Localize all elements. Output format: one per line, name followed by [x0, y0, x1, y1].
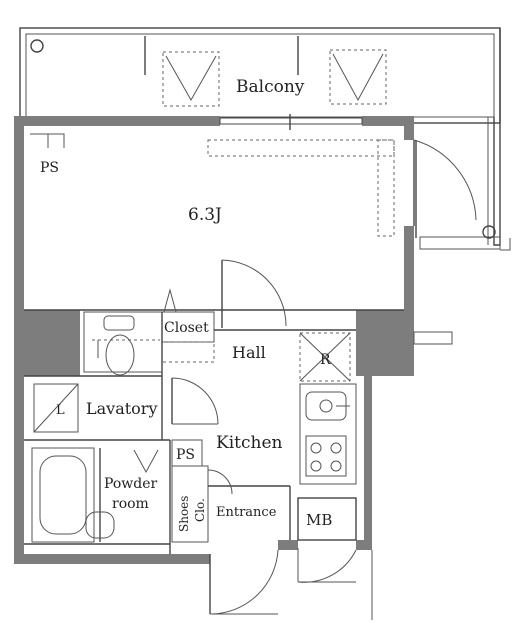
- closet-area: Closet: [161, 288, 215, 363]
- door-meter-box: [297, 548, 357, 583]
- bathtub-icon: [31, 447, 95, 543]
- ac-unit-icon: [162, 51, 220, 107]
- pipe-space-kitchen: PS: [171, 439, 203, 467]
- closet-label: Closet: [164, 320, 209, 336]
- ps-top-label: PS: [40, 160, 59, 176]
- refrigerator-label: R: [320, 352, 331, 368]
- toilet-area: [83, 311, 163, 376]
- laundry-label: L: [56, 403, 65, 418]
- shoes-closet-label-1: Shoes: [177, 496, 191, 532]
- powder-room-label-2: room: [112, 496, 149, 512]
- lavatory-label: Lavatory: [86, 399, 158, 418]
- door-lavatory: [171, 377, 219, 425]
- kitchen-label: Kitchen: [216, 433, 282, 453]
- entrance-label: Entrance: [216, 505, 277, 520]
- pipe-space: PS: [30, 133, 65, 176]
- hall-label: Hall: [232, 343, 266, 362]
- shoes-closet-label-2: Clo.: [193, 498, 207, 522]
- stove-icon: [305, 435, 347, 477]
- shoes-closet: Shoes Clo.: [171, 465, 209, 543]
- door-entrance: [209, 549, 279, 615]
- balcony-area: Balcony: [19, 27, 501, 250]
- drain-icon: [30, 39, 44, 53]
- washbasin-icon: [85, 449, 159, 539]
- powder-room-label-1: Powder: [104, 476, 158, 492]
- meter-box-label: MB: [306, 511, 332, 529]
- kitchen-counter: [299, 383, 357, 485]
- laundry-icon: L: [33, 383, 79, 433]
- main-room-label: 6.3J: [188, 205, 222, 225]
- entrance-area: Entrance: [207, 469, 291, 540]
- drain-icon: [482, 225, 496, 239]
- sink-icon: [305, 391, 350, 421]
- ac-unit-icon: [329, 49, 387, 105]
- door-main-room: [221, 259, 287, 328]
- counter: [207, 139, 395, 237]
- meter-box: MB: [297, 497, 357, 541]
- balcony-label: Balcony: [236, 77, 305, 97]
- door-balcony: [413, 139, 477, 226]
- refrigerator-icon: R: [299, 332, 351, 382]
- toilet-icon: [103, 315, 135, 376]
- ps-kitchen-label: PS: [176, 447, 195, 463]
- walls: [14, 114, 453, 564]
